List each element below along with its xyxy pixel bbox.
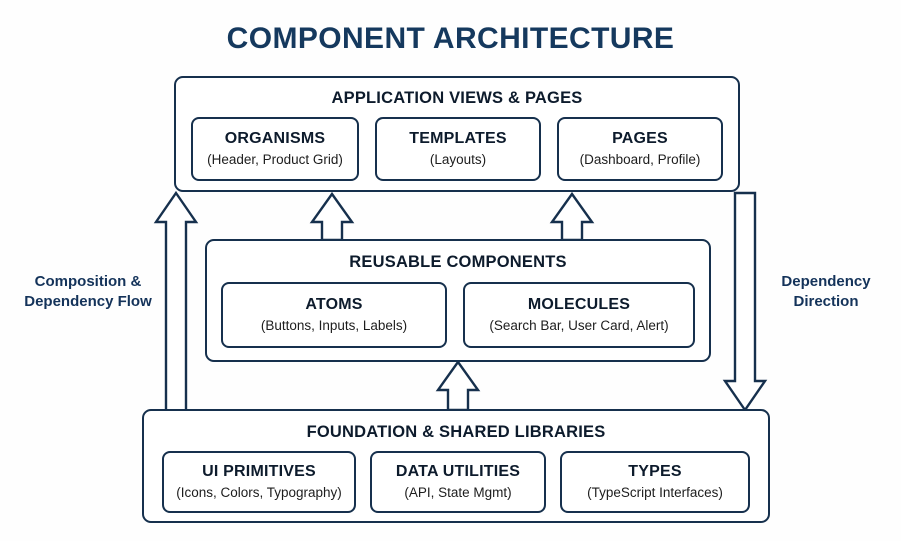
arrow-foundation-to-reusable [435,359,481,412]
card-organisms[interactable]: ORGANISMS (Header, Product Grid) [191,117,359,181]
card-molecules[interactable]: MOLECULES (Search Bar, User Card, Alert) [463,282,695,348]
card-pages-subtitle: (Dashboard, Profile) [579,152,701,168]
tier-application-views: APPLICATION VIEWS & PAGES ORGANISMS (Hea… [174,76,740,192]
arrow-reusable-to-application-left [309,191,355,242]
label-dependency-direction: Dependency Direction [758,272,894,313]
tier-header-application-views: APPLICATION VIEWS & PAGES [331,89,583,107]
card-atoms-subtitle: (Buttons, Inputs, Labels) [260,318,408,334]
label-composition-line2: Dependency Flow [24,293,152,311]
tier-row-foundation: UI PRIMITIVES (Icons, Colors, Typography… [144,451,768,513]
card-types[interactable]: TYPES (TypeScript Interfaces) [560,451,750,513]
card-pages-title: PAGES [612,130,668,148]
card-atoms-title: ATOMS [305,296,363,314]
card-molecules-title: MOLECULES [527,296,631,314]
tier-reusable-components: REUSABLE COMPONENTS ATOMS (Buttons, Inpu… [205,239,711,362]
card-types-title: TYPES [628,463,682,481]
card-organisms-title: ORGANISMS [224,130,326,148]
page-title: COMPONENT ARCHITECTURE [226,22,675,55]
card-ui-primitives-subtitle: (Icons, Colors, Typography) [176,485,342,501]
card-templates-title: TEMPLATES [409,130,507,148]
card-molecules-subtitle: (Search Bar, User Card, Alert) [489,318,669,334]
card-ui-primitives[interactable]: UI PRIMITIVES (Icons, Colors, Typography… [162,451,356,513]
tier-header-reusable-components: REUSABLE COMPONENTS [349,253,567,271]
label-dependency-line2: Direction [793,293,859,311]
tier-foundation-shared-libraries: FOUNDATION & SHARED LIBRARIES UI PRIMITI… [142,409,770,523]
card-data-utilities-title: DATA UTILITIES [395,463,521,481]
tier-row-application-views: ORGANISMS (Header, Product Grid) TEMPLAT… [176,117,738,181]
tier-header-foundation: FOUNDATION & SHARED LIBRARIES [306,423,606,441]
card-ui-primitives-title: UI PRIMITIVES [202,463,316,481]
card-templates[interactable]: TEMPLATES (Layouts) [375,117,541,181]
card-organisms-subtitle: (Header, Product Grid) [207,152,343,168]
card-templates-subtitle: (Layouts) [429,152,487,168]
label-dependency-line1: Dependency [781,273,871,290]
arrow-reusable-to-application-center [549,191,595,242]
label-composition-dependency-flow: Composition & Dependency Flow [4,272,172,313]
card-atoms[interactable]: ATOMS (Buttons, Inputs, Labels) [221,282,447,348]
card-pages[interactable]: PAGES (Dashboard, Profile) [557,117,723,181]
card-data-utilities-subtitle: (API, State Mgmt) [404,485,512,501]
card-types-subtitle: (TypeScript Interfaces) [587,485,723,501]
tier-row-reusable-components: ATOMS (Buttons, Inputs, Labels) MOLECULE… [207,282,709,348]
card-data-utilities[interactable]: DATA UTILITIES (API, State Mgmt) [370,451,546,513]
label-composition-line1: Composition & [34,273,142,290]
